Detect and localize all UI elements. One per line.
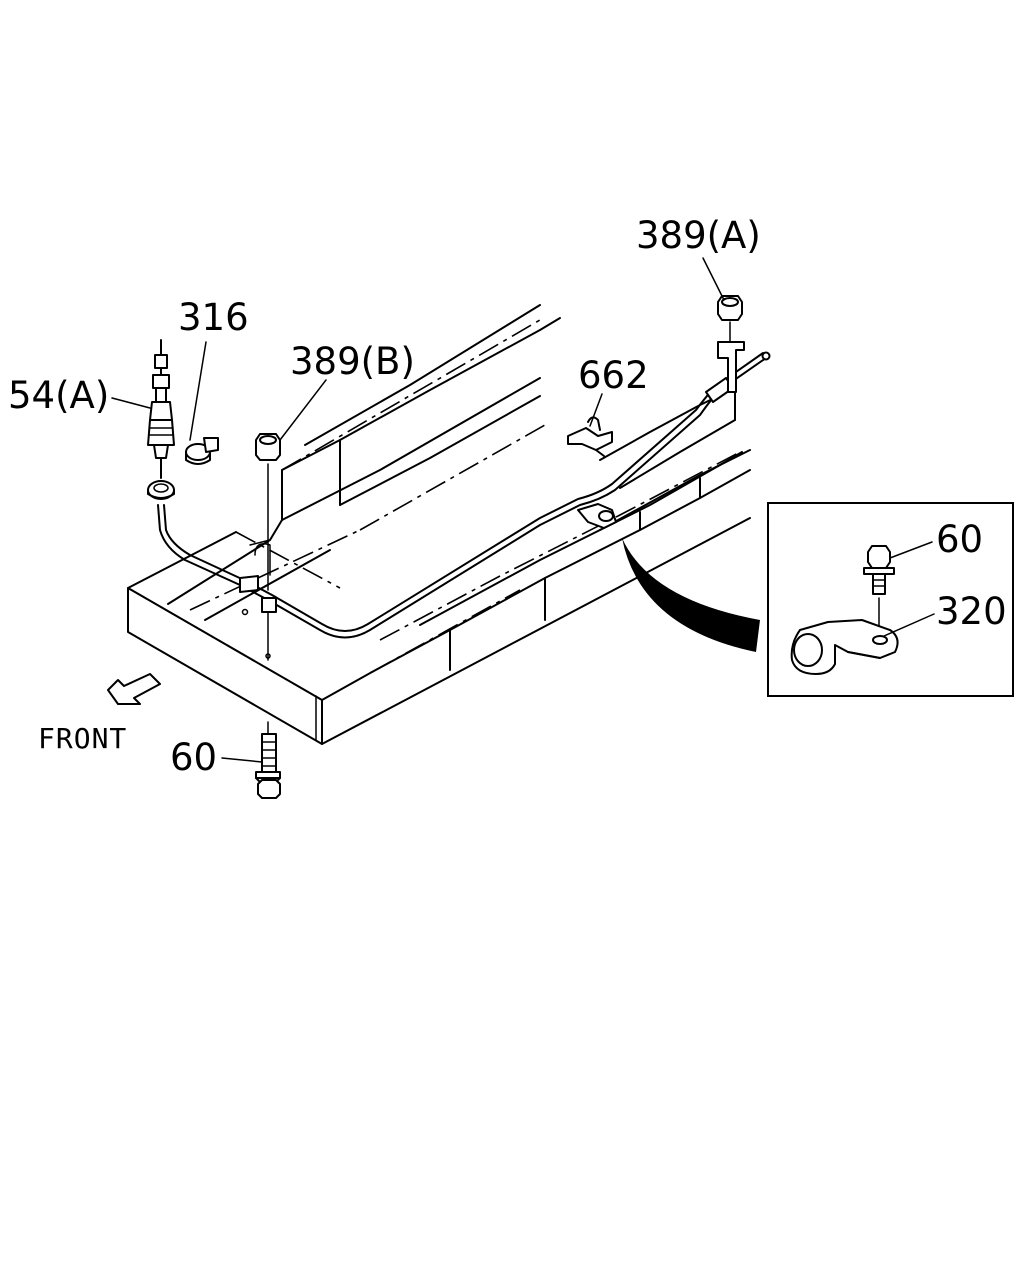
label-front: FRONT: [38, 722, 127, 755]
part-316-clamp: [185, 437, 219, 465]
rail-bracket: [577, 503, 617, 529]
label-662: 662: [578, 354, 649, 397]
arrow-down-left-icon: [107, 673, 161, 705]
label-320: 320: [936, 590, 1007, 633]
leader-lines: [111, 257, 935, 763]
label-389a: 389(A): [636, 214, 761, 257]
part-662-clip: [567, 416, 613, 457]
label-54a: 54(A): [8, 374, 109, 417]
label-389b: 389(B): [290, 340, 415, 383]
part-389a-nut: [717, 295, 745, 393]
frame-crossmember: [127, 304, 751, 745]
label-60-bottom: 60: [170, 736, 217, 779]
label-316: 316: [178, 296, 249, 339]
part-60-bolt-bottom: [255, 721, 281, 799]
detail-callout-pointer: [622, 538, 760, 652]
part-389b-nut: [255, 433, 281, 661]
label-60-detail: 60: [936, 518, 983, 561]
part-54a-cable-end: [147, 339, 175, 500]
detail-box: [767, 502, 1014, 697]
